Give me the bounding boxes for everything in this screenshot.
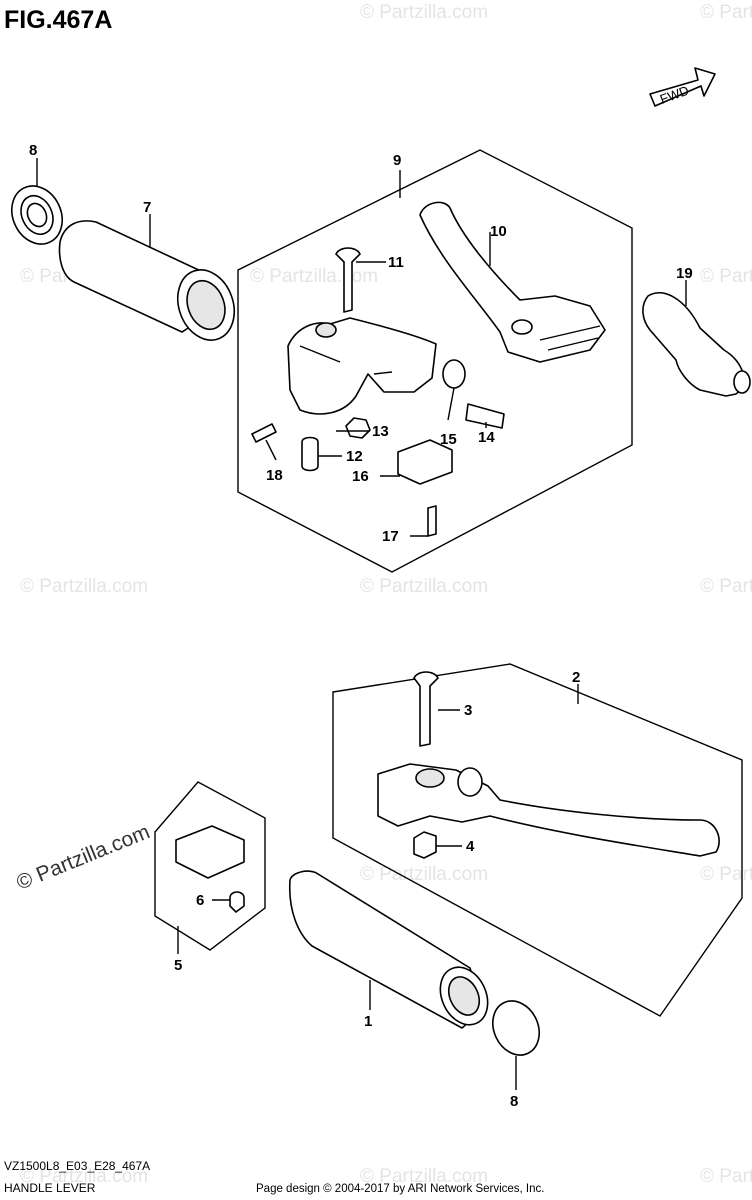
small-hardware — [251, 359, 505, 537]
watermark: © Partzilla.com — [700, 1166, 752, 1187]
watermark: © Partzilla.com — [360, 864, 488, 885]
part-3-pivot-bolt — [413, 671, 439, 747]
watermark: © Partzilla.com — [360, 2, 488, 23]
watermark: © Partzilla.com — [700, 2, 752, 23]
figure-name: HANDLE LEVER — [4, 1181, 96, 1195]
callout-label: 15 — [440, 431, 457, 448]
watermark: © Partzilla.com — [250, 266, 378, 287]
callout-label: 14 — [478, 429, 495, 446]
group-box-9 — [237, 149, 633, 573]
part-4-nut — [413, 831, 437, 859]
part-7-grip — [58, 220, 236, 341]
callout-label: 2 — [572, 669, 580, 686]
page-credit: Page design © 2004-2017 by ARI Network S… — [256, 1183, 544, 1195]
callout-label: 8 — [29, 142, 37, 159]
part-10-clutch-lever — [419, 201, 606, 363]
watermark: © Partzilla.com — [700, 864, 752, 885]
callout-label: 16 — [352, 468, 369, 485]
watermark: © Partzilla.com — [700, 266, 752, 287]
callouts: 8 7 9 10 11 19 13 12 18 15 14 16 17 2 3 … — [29, 142, 693, 1110]
watermark: © Partzilla.com — [360, 576, 488, 597]
callout-label: 12 — [346, 448, 363, 465]
part-5-switch — [175, 825, 245, 879]
callout-label: 3 — [464, 702, 472, 719]
group-box-5 — [154, 781, 266, 951]
fwd-label: FWD — [658, 83, 691, 107]
callout-label: 9 — [393, 152, 401, 169]
leader-lines — [36, 158, 687, 1090]
watermark: © Partzilla.com — [700, 576, 752, 597]
fwd-arrow-icon: FWD — [649, 67, 716, 107]
callout-label: 4 — [466, 838, 475, 855]
watermark: © Partzilla.com — [20, 1166, 148, 1187]
callout-label: 7 — [143, 199, 151, 216]
part-8-end-cap — [492, 1000, 540, 1056]
part-8-end-cap — [11, 185, 63, 245]
part-19-boot — [642, 291, 751, 397]
callout-label: 17 — [382, 528, 399, 545]
watermarks: © Partzilla.com © Partzilla.com © Partzi… — [20, 2, 752, 1187]
callout-label: 5 — [174, 957, 182, 974]
watermark-primary: © Partzilla.com — [13, 820, 153, 894]
part-6-screw — [229, 891, 245, 913]
watermark: © Partzilla.com — [360, 1166, 488, 1187]
callout-label: 10 — [490, 223, 507, 240]
part-9-lever-bracket — [287, 317, 437, 415]
callout-label: 1 — [364, 1013, 372, 1030]
group-box-2 — [332, 663, 743, 1017]
callout-label: 11 — [388, 254, 404, 271]
callout-label: 8 — [510, 1093, 518, 1110]
figure-code: VZ1500L8_E03_E28_467A — [4, 1159, 150, 1173]
callout-label: 13 — [372, 423, 389, 440]
callout-label: 18 — [266, 467, 283, 484]
part-1-throttle-grip — [288, 870, 489, 1029]
callout-label: 19 — [676, 265, 693, 282]
watermark: © Partzilla.com — [20, 576, 148, 597]
part-2-brake-lever — [377, 763, 720, 857]
figure-title: FIG.467A — [4, 6, 112, 34]
callout-label: 6 — [196, 892, 204, 909]
part-11-bolt — [335, 247, 361, 313]
